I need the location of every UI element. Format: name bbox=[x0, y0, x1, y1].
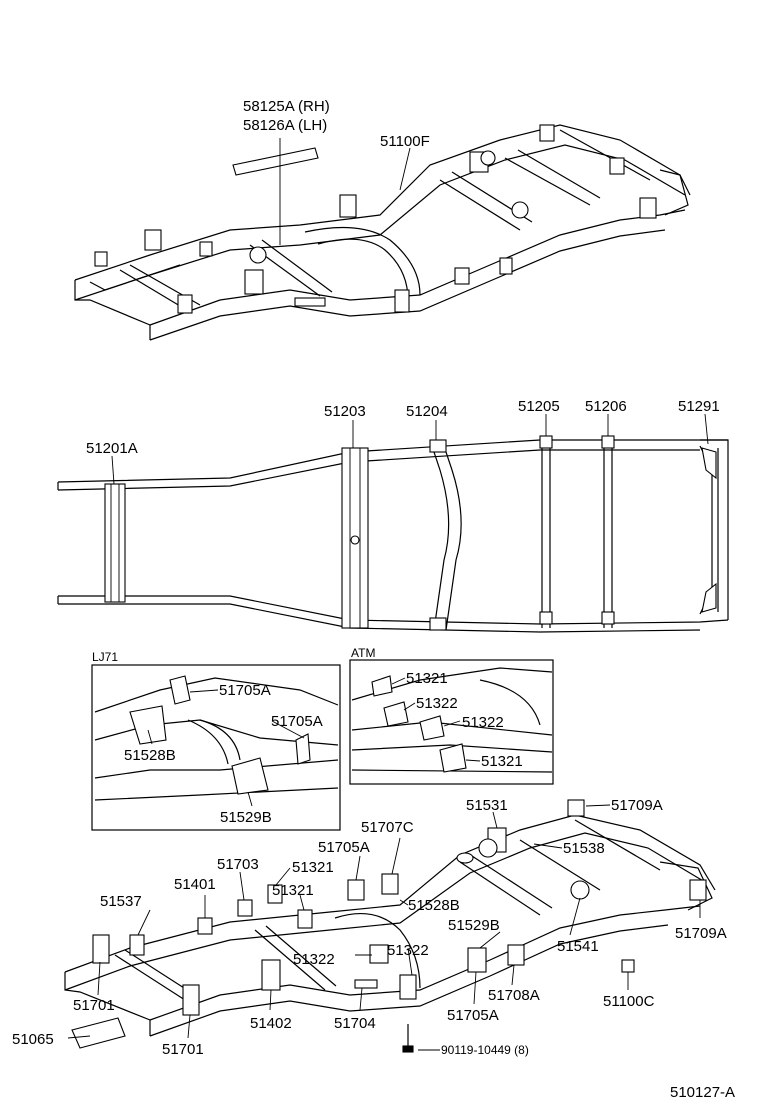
label-51321-a: 51321 bbox=[292, 859, 334, 876]
label-51204: 51204 bbox=[406, 403, 448, 420]
inset-lj71-box bbox=[91, 664, 341, 831]
label-51709A-top: 51709A bbox=[611, 797, 663, 814]
label-51537: 51537 bbox=[100, 893, 142, 910]
label-51705A-top: 51705A bbox=[318, 839, 370, 856]
label-lj71-51529B: 51529B bbox=[220, 809, 272, 826]
label-51703: 51703 bbox=[217, 856, 259, 873]
label-51322-a: 51322 bbox=[293, 951, 335, 968]
label-58126A: 58126A (LH) bbox=[243, 117, 327, 134]
label-51321-b: 51321 bbox=[272, 882, 314, 899]
frame-exploded-illustration bbox=[64, 799, 716, 1053]
label-atm-51321-top: 51321 bbox=[406, 670, 448, 687]
frame-plan-view bbox=[57, 413, 729, 633]
inset-atm-illustration bbox=[351, 667, 553, 773]
inset-title-atm: ATM bbox=[351, 646, 375, 660]
inset-lj71-illustration bbox=[94, 675, 339, 807]
label-51531: 51531 bbox=[466, 797, 508, 814]
figure-id: 510127-A bbox=[670, 1084, 735, 1101]
label-51402: 51402 bbox=[250, 1015, 292, 1032]
label-lj71-51528B: 51528B bbox=[124, 747, 176, 764]
label-51322-b: 51322 bbox=[387, 942, 429, 959]
label-atm-51321-bottom: 51321 bbox=[481, 753, 523, 770]
skid-plate-51065 bbox=[71, 1017, 126, 1049]
inset-title-lj71: LJ71 bbox=[92, 650, 118, 664]
label-51401: 51401 bbox=[174, 876, 216, 893]
label-atm-51322-b: 51322 bbox=[462, 714, 504, 731]
label-bolt-90119-10449: 90119-10449 (8) bbox=[441, 1043, 529, 1057]
label-51709A-bottom: 51709A bbox=[675, 925, 727, 942]
rail-cover-pad bbox=[232, 147, 319, 176]
label-51100C: 51100C bbox=[603, 993, 655, 1010]
label-51065: 51065 bbox=[12, 1031, 54, 1048]
label-51206: 51206 bbox=[585, 398, 627, 415]
label-51708A: 51708A bbox=[488, 987, 540, 1004]
frame-assembly-illustration bbox=[74, 124, 691, 341]
crossmember-51201A bbox=[104, 483, 126, 603]
label-51705A-bottom: 51705A bbox=[447, 1007, 499, 1024]
label-51528B: 51528B bbox=[408, 897, 460, 914]
label-51291: 51291 bbox=[678, 398, 720, 415]
label-lj71-51705A-top: 51705A bbox=[219, 682, 271, 699]
label-51541: 51541 bbox=[557, 938, 599, 955]
crossmember-51203 bbox=[341, 447, 369, 629]
label-atm-51322-a: 51322 bbox=[416, 695, 458, 712]
label-51205: 51205 bbox=[518, 398, 560, 415]
label-51201A: 51201A bbox=[86, 440, 138, 457]
label-51529B: 51529B bbox=[448, 917, 500, 934]
label-51538: 51538 bbox=[563, 840, 605, 857]
label-lj71-51705A-right: 51705A bbox=[271, 713, 323, 730]
label-51701-b: 51701 bbox=[162, 1041, 204, 1058]
label-51701-a: 51701 bbox=[73, 997, 115, 1014]
label-51100F: 51100F bbox=[380, 133, 430, 150]
inset-atm-box bbox=[349, 659, 554, 785]
label-51704: 51704 bbox=[334, 1015, 376, 1032]
label-51203: 51203 bbox=[324, 403, 366, 420]
label-58125A: 58125A (RH) bbox=[243, 98, 330, 115]
label-51707C: 51707C bbox=[361, 819, 414, 836]
